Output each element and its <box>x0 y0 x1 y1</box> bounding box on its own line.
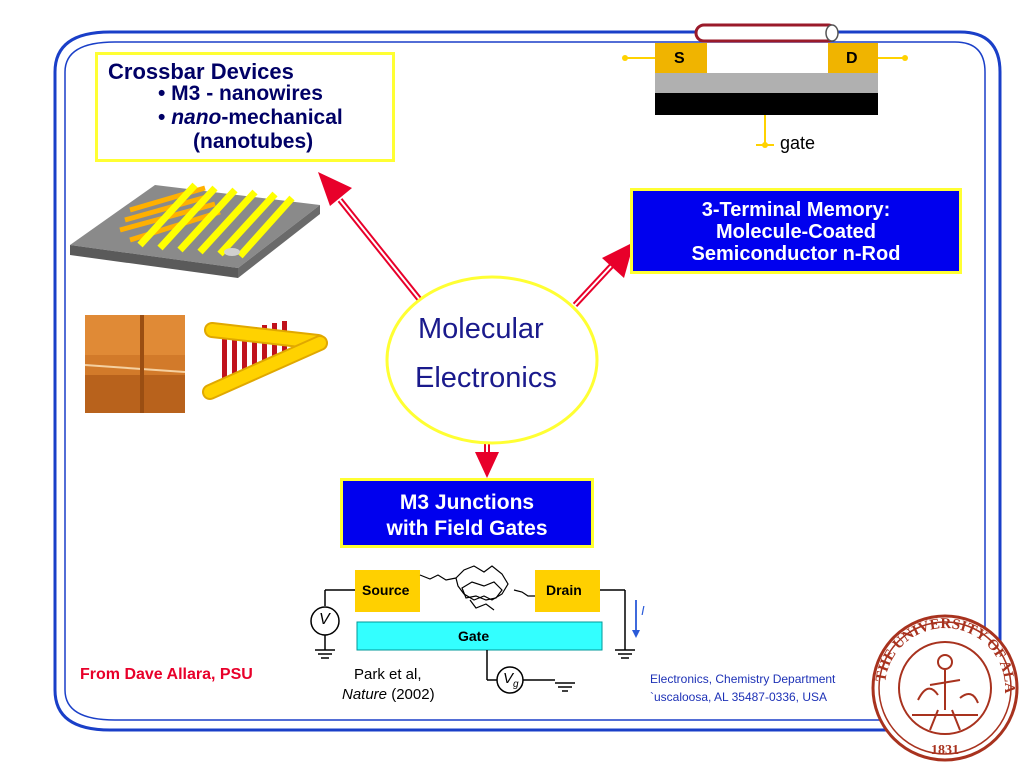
current-label: I <box>641 603 645 618</box>
nanowire-photo <box>84 315 186 413</box>
citation-line2: Nature (2002) <box>342 686 435 703</box>
arrow-to-memory <box>572 242 634 308</box>
transistor-diagram <box>622 23 908 148</box>
junctions-line1: M3 Junctions <box>399 491 535 514</box>
crossbar-title: Crossbar Devices <box>108 59 294 84</box>
nano-italic: nano <box>171 106 222 129</box>
circuit-drain-label: Drain <box>546 582 582 598</box>
memory-box: 3-Terminal Memory: Molecule-Coated Semic… <box>630 188 962 274</box>
center-title-line1: Molecular <box>418 313 544 345</box>
crossbar-illustration <box>70 182 320 278</box>
circuit-source-label: Source <box>362 582 410 598</box>
credit-text: From Dave Allara, PSU <box>80 666 253 683</box>
department-line2: `uscaloosa, AL 35487-0336, USA <box>650 690 828 704</box>
junctions-line2: with Field Gates <box>386 517 548 540</box>
memory-line3: Semiconductor n-Rod <box>691 243 901 265</box>
drain-label: D <box>846 50 858 67</box>
gate-voltage-label: Vg <box>503 670 519 690</box>
circuit-diagram <box>310 565 640 694</box>
center-title-line2: Electronics <box>415 362 557 394</box>
voltmeter-label: V <box>319 611 330 628</box>
crossbar-item-nanomechanical: • nano-mechanical <box>158 106 343 129</box>
crossbar-box: Crossbar Devices • M3 - nanowires • nano… <box>95 52 395 162</box>
gate-label: gate <box>780 133 816 153</box>
crossbar-item-nanowires: • M3 - nanowires <box>158 82 323 105</box>
circuit-gate-label: Gate <box>458 628 490 644</box>
junctions-box: M3 Junctions with Field Gates <box>340 478 594 548</box>
svg-text:1831: 1831 <box>931 743 959 758</box>
crossbar-item-nanotubes: (nanotubes) <box>193 130 314 153</box>
citation-line1: Park et al, <box>354 666 422 683</box>
arrow-to-crossbar <box>318 172 423 302</box>
memory-line2: Molecule-Coated <box>715 221 877 243</box>
nanotube-illustration <box>202 321 328 400</box>
source-label: S <box>674 50 685 67</box>
memory-line1: 3-Terminal Memory: <box>701 199 891 221</box>
department-line1: Electronics, Chemistry Department <box>650 672 836 686</box>
center-ellipse <box>385 275 599 445</box>
